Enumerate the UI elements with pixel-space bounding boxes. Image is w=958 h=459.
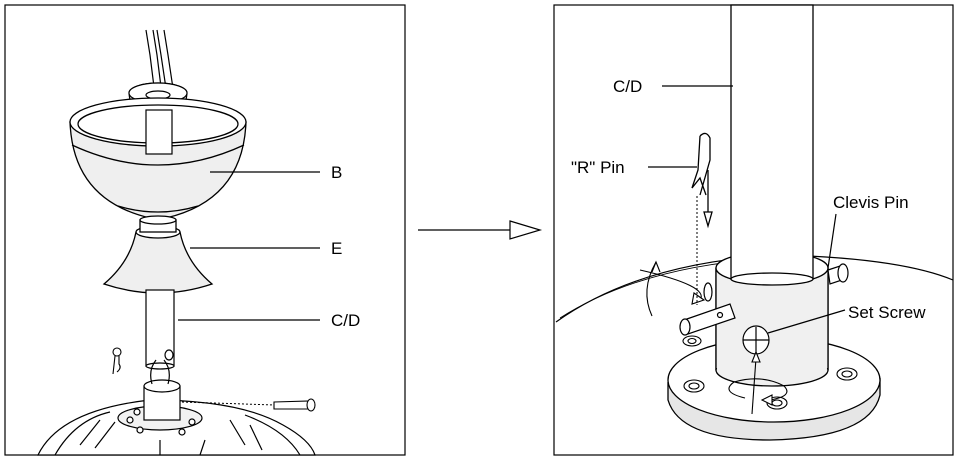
clevis-pin-small-icon bbox=[273, 398, 316, 412]
downrod-lower bbox=[145, 289, 175, 370]
label-clevis-pin: Clevis Pin bbox=[833, 193, 909, 212]
set-screw-icon bbox=[742, 325, 770, 355]
label-set-screw: Set Screw bbox=[848, 303, 926, 322]
r-pin-icon bbox=[691, 132, 713, 229]
clevis-pin-head-icon bbox=[703, 263, 849, 302]
left-panel: B E C/D bbox=[4, 4, 406, 456]
clevis-pin-icon bbox=[679, 303, 736, 336]
right-panel: C/D "R" Pin Clevis Pin Set Screw bbox=[553, 4, 954, 456]
coupling-cover-e bbox=[102, 215, 214, 294]
label-r-pin: "R" Pin bbox=[571, 158, 625, 177]
downrod-upper bbox=[145, 109, 173, 155]
clevis-pin-guide bbox=[181, 401, 276, 406]
transition-arrow-icon bbox=[418, 220, 543, 240]
left-panel-frame bbox=[4, 4, 406, 456]
label-cd-right: C/D bbox=[613, 77, 642, 96]
label-b: B bbox=[331, 163, 342, 182]
pin-rotation-arrow-icon bbox=[639, 260, 706, 317]
downrod bbox=[730, 4, 814, 286]
label-cd-left: C/D bbox=[331, 311, 360, 330]
motor-coupler bbox=[117, 359, 203, 436]
r-pin-small-icon bbox=[112, 347, 122, 375]
lead-wires bbox=[145, 29, 175, 96]
leader-set-screw bbox=[767, 309, 846, 334]
label-e: E bbox=[331, 239, 342, 258]
leader-clevis-pin bbox=[827, 213, 837, 269]
set-screw-rotation-arrow-icon bbox=[728, 350, 788, 415]
